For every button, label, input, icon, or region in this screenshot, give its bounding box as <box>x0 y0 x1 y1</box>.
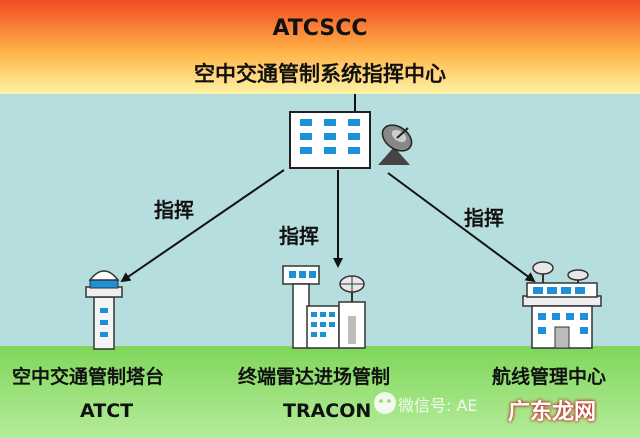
route-center-building-icon <box>522 261 602 349</box>
header-band <box>0 0 640 94</box>
satellite-dish-icon <box>378 124 413 165</box>
tracon-name: 终端雷达进场管制 <box>238 366 391 388</box>
tower-name: 空中交通管制塔台 <box>12 366 165 388</box>
tower-abbr: ATCT <box>80 400 134 422</box>
arrow-to-route-center <box>387 172 536 283</box>
command-center-building-icon <box>289 111 371 169</box>
route-center-name: 航线管理中心 <box>492 366 607 388</box>
bottom-band <box>0 346 640 438</box>
arrow-to-tower <box>120 169 285 283</box>
tracon-building-icon <box>282 265 366 349</box>
control-tower-icon <box>85 270 123 350</box>
tracon-abbr: TRACON <box>283 400 372 422</box>
wechat-watermark-icon <box>374 392 396 414</box>
command-label-right: 指挥 <box>464 206 504 230</box>
watermark-logo: 广东龙网 <box>508 400 597 425</box>
command-label-center: 指挥 <box>279 224 319 248</box>
watermark-text: 微信号: AE <box>398 396 478 415</box>
command-label-left: 指挥 <box>154 198 194 222</box>
header-title: ATCSCC <box>272 16 368 41</box>
header-subtitle: 空中交通管制系统指挥中心 <box>194 62 446 86</box>
